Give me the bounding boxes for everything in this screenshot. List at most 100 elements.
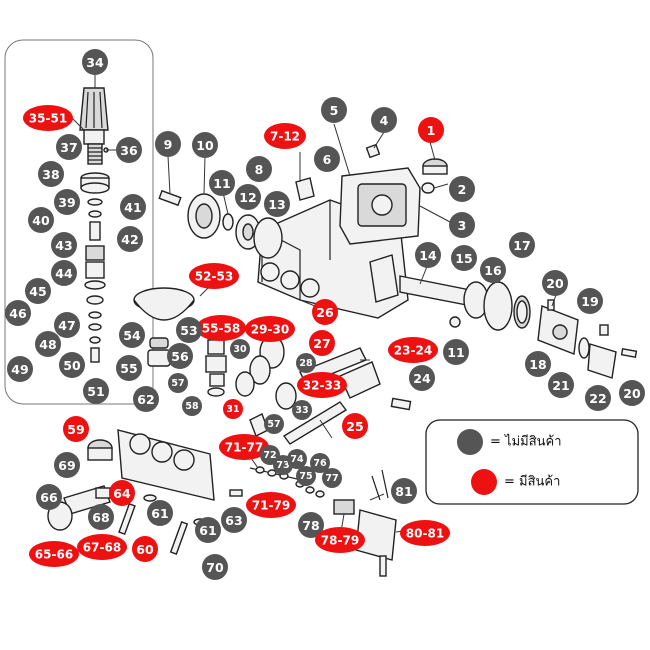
part-label-22: 22 [585, 385, 611, 411]
part-label-52-53: 52-53 [189, 263, 239, 289]
part-label-24: 24 [409, 365, 435, 391]
part-label-49: 49 [7, 356, 33, 382]
part-label-1: 1 [418, 117, 444, 143]
part-label-8: 8 [246, 156, 272, 182]
part-label-text: 66 [40, 490, 58, 505]
part-label-11: 11 [443, 339, 469, 365]
part-label-4: 4 [371, 107, 397, 133]
part-label-text: 19 [581, 294, 598, 309]
part-label-60: 60 [132, 536, 158, 562]
part-label-badge [443, 339, 469, 365]
part-label-text: 11 [213, 176, 230, 191]
part-label-text: 28 [299, 358, 313, 369]
part-label-badge [298, 512, 324, 538]
part-label-text: 46 [9, 306, 27, 321]
part-label-text: 2 [458, 182, 467, 197]
part-label-badge [147, 500, 173, 526]
part-label-67-68: 67-68 [77, 534, 127, 560]
part-label-69: 69 [54, 452, 80, 478]
part-label-77: 77 [322, 468, 342, 488]
part-label-text: 35-51 [29, 112, 67, 126]
crankshaft-parts [399, 275, 638, 379]
part-label-text: 24 [413, 371, 431, 386]
part-label-34: 34 [82, 49, 108, 75]
part-label-71-77: 71-77 [219, 434, 269, 460]
legend-unavailable-text: = ไม่มีสินค้า [490, 434, 562, 450]
part-label-44: 44 [51, 260, 77, 286]
part-label-text: 57 [171, 378, 184, 389]
part-label-badge [246, 156, 272, 182]
part-label-38: 38 [38, 161, 64, 187]
part-label-text: 55-58 [202, 322, 240, 336]
part-label-badge [221, 507, 247, 533]
manifold-parts [47, 429, 243, 555]
crankcase [257, 167, 421, 319]
part-label-text: 60 [136, 542, 154, 557]
part-label-badge [23, 105, 73, 131]
part-label-badge [314, 146, 340, 172]
unloader-inset-box [4, 39, 154, 405]
part-label-43: 43 [51, 232, 77, 258]
part-label-badge [116, 355, 142, 381]
part-label-badge [409, 365, 435, 391]
part-label-21: 21 [548, 372, 574, 398]
part-label-71-79: 71-79 [246, 492, 296, 518]
part-label-text: 16 [484, 263, 502, 278]
part-label-badge [54, 189, 80, 215]
part-label-badge [296, 466, 316, 486]
part-label-badge [287, 449, 307, 469]
part-label-badge [321, 97, 347, 123]
part-label-badge [619, 380, 645, 406]
part-label-text: 47 [58, 318, 75, 333]
part-label-badge [88, 504, 114, 530]
part-label-text: 54 [123, 328, 141, 343]
part-label-text: 37 [60, 140, 77, 155]
part-label-15: 15 [451, 245, 477, 271]
part-label-17: 17 [509, 232, 535, 258]
part-label-badge [168, 373, 188, 393]
part-label-65-66: 65-66 [29, 541, 79, 567]
part-label-text: 52-53 [195, 270, 233, 284]
part-label-text: 58 [185, 401, 199, 412]
part-label-text: 69 [58, 458, 75, 473]
part-label-2: 2 [449, 176, 475, 202]
part-label-badge [219, 434, 269, 460]
part-label-badge [264, 414, 284, 434]
part-label-text: 12 [239, 190, 256, 205]
part-label-text: 72 [263, 450, 276, 461]
part-label-text: 39 [58, 195, 75, 210]
part-label-badge [54, 452, 80, 478]
part-label-text: 51 [87, 384, 104, 399]
part-label-badge [310, 453, 330, 473]
legend-unavailable-dot [457, 429, 483, 455]
part-label-text: 40 [32, 213, 50, 228]
part-label-text: 64 [113, 486, 131, 501]
part-label-23-24: 23-24 [388, 337, 438, 363]
part-label-11: 11 [209, 170, 235, 196]
legend-available-text: = มีสินค้า [504, 474, 560, 490]
part-label-badge [132, 536, 158, 562]
part-label-text: 73 [276, 460, 289, 471]
part-label-badge [5, 300, 31, 326]
part-label-badge [230, 339, 250, 359]
part-label-badge [119, 322, 145, 348]
part-label-badge [51, 260, 77, 286]
part-label-badge [322, 468, 342, 488]
part-label-5: 5 [321, 97, 347, 123]
part-label-text: 1 [427, 123, 436, 138]
part-label-badge [297, 372, 347, 398]
part-label-text: 38 [42, 167, 59, 182]
part-label-badge [133, 386, 159, 412]
part-label-badge [29, 541, 79, 567]
part-label-35-51: 35-51 [23, 105, 73, 131]
part-label-6: 6 [314, 146, 340, 172]
part-label-text: 30 [233, 344, 247, 355]
part-label-badge [195, 517, 221, 543]
part-label-badge [509, 232, 535, 258]
part-label-badge [155, 131, 181, 157]
part-label-47: 47 [54, 312, 80, 338]
part-label-75: 75 [296, 466, 316, 486]
part-label-badge [480, 257, 506, 283]
part-label-badge [400, 520, 450, 546]
